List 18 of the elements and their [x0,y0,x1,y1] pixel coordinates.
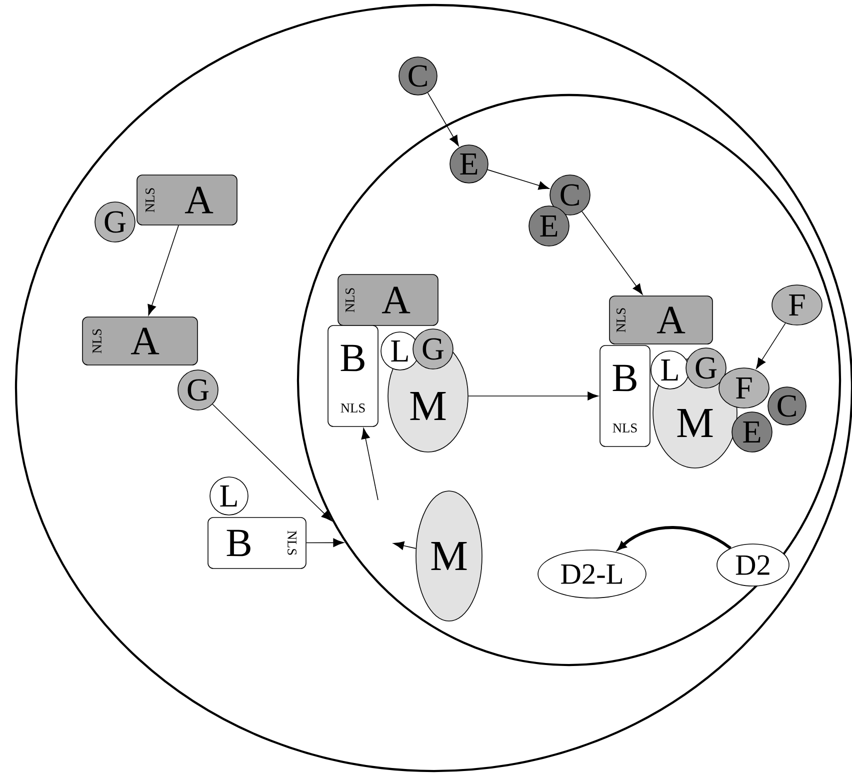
protein-box: NLS A [136,174,238,226]
arrow [756,322,786,369]
arrow [582,211,643,295]
arrow [361,428,378,500]
arrow [212,404,332,522]
arrow [427,92,459,146]
nucleus-outline [296,94,842,666]
protein-box: NLS A [338,274,438,326]
protein-box: NLS A [82,316,198,366]
cell-outline [14,4,852,772]
arrow [618,526,732,550]
arrow [468,392,598,400]
arrow [306,538,344,548]
protein-box: NLS A [609,296,713,344]
protein-box: B NLS [328,325,378,427]
arrow [148,225,179,316]
arrow [487,169,550,190]
arrow [393,541,416,550]
